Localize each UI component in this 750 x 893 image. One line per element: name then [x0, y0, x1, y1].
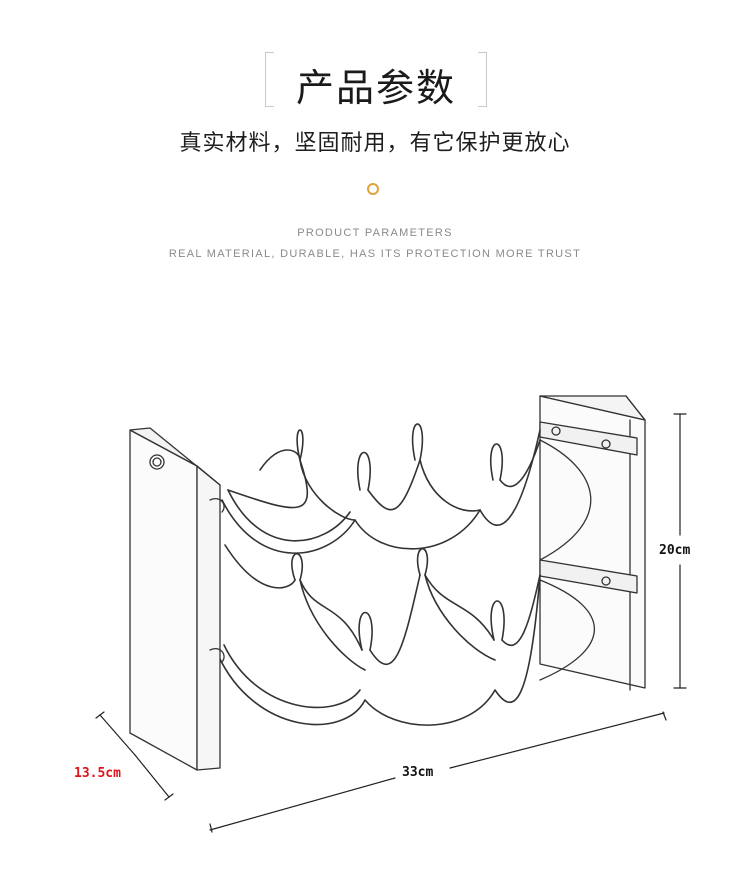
title-frame: 产品参数 [265, 52, 487, 110]
right-wood-panel [539, 395, 646, 691]
english-heading: PRODUCT PARAMETERS [297, 227, 453, 239]
depth-dimension-label: 13.5cm [74, 766, 121, 781]
width-dimension-label: 33cm [402, 765, 434, 780]
wine-rack-illustration [95, 395, 687, 833]
depth-dimension-line [95, 711, 174, 801]
left-wood-panel [129, 427, 225, 771]
accent-ring-icon [367, 183, 379, 195]
page-subtitle: 真实材料，坚固耐用，有它保护更放心 [179, 131, 571, 156]
dimension-lines [209, 413, 687, 833]
height-dimension-label: 20cm [659, 543, 691, 558]
english-tagline: REAL MATERIAL, DURABLE, HAS ITS PROTECTI… [168, 248, 582, 260]
wire-loops [217, 423, 541, 726]
title-bracket-left [265, 52, 274, 107]
title-bracket-right [478, 52, 487, 107]
page-title: 产品参数 [295, 66, 456, 110]
